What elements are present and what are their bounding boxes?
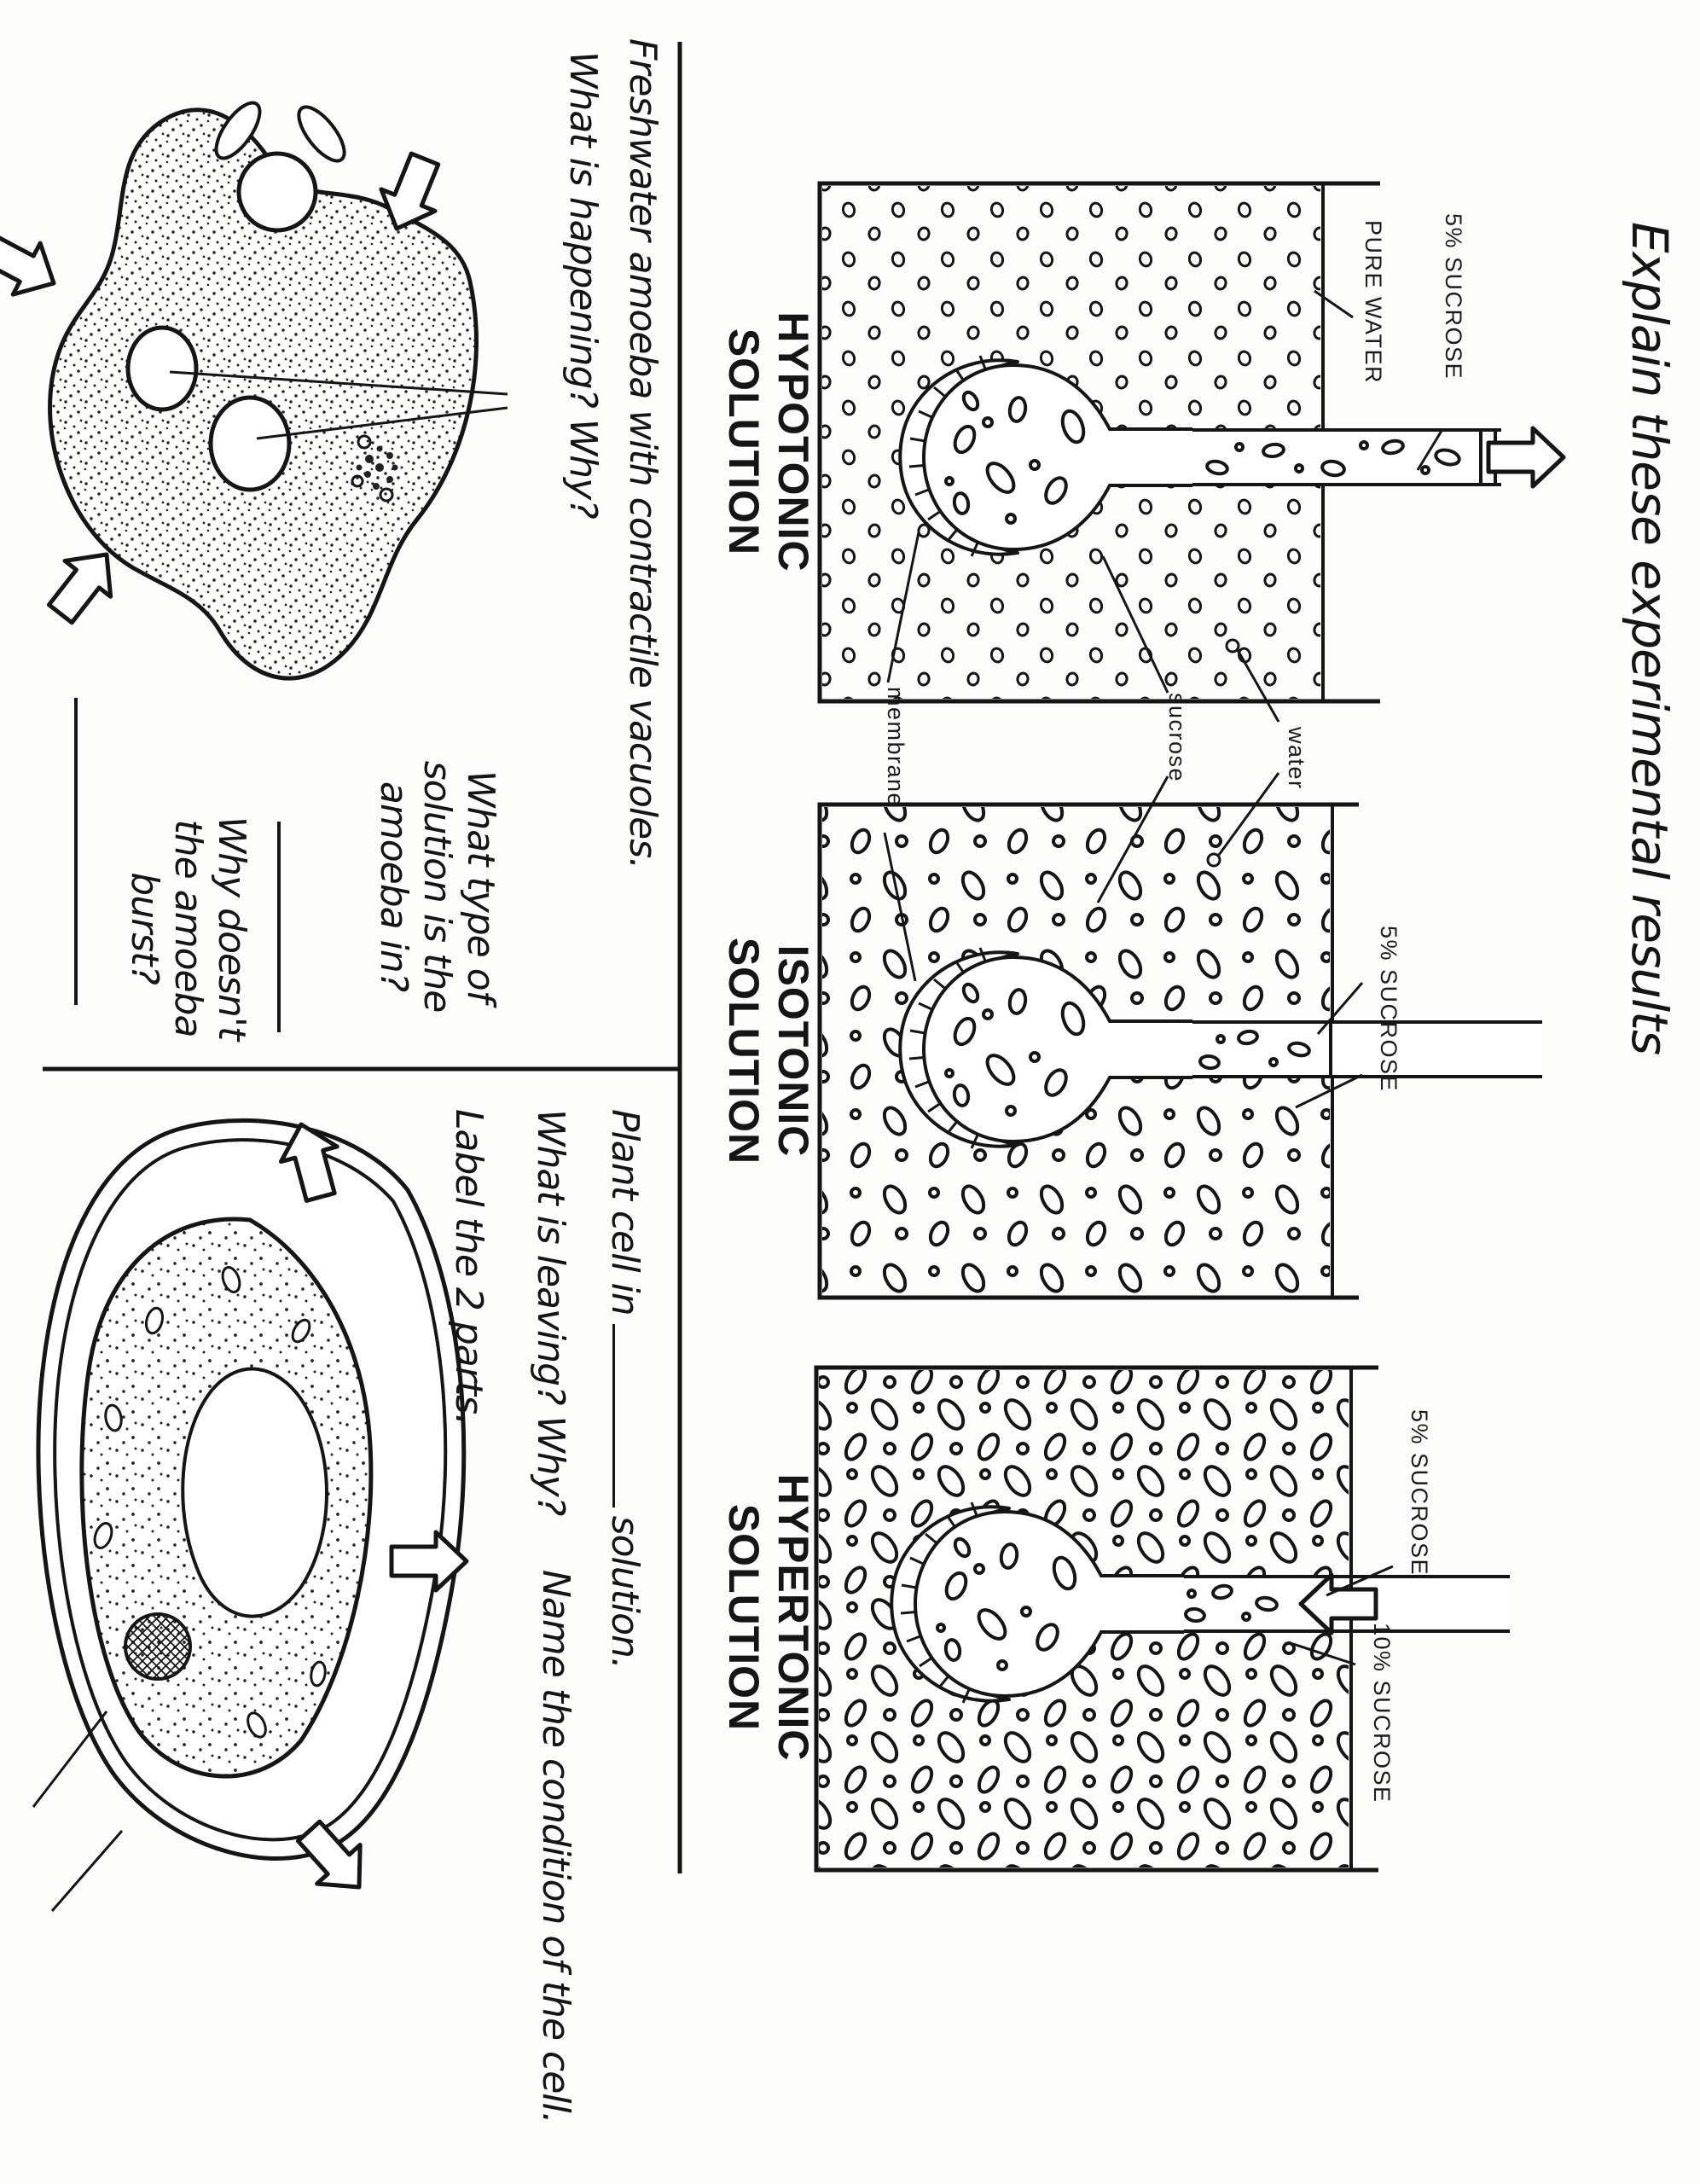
water-label: water (1284, 727, 1309, 790)
amoeba-question-3: Why doesn't the amoeba burst? (122, 816, 253, 1041)
tube-interior (1185, 1023, 1541, 1076)
label-leader-beaker (1295, 1073, 1363, 1109)
membrane-label: membrane (883, 687, 908, 808)
page-title: Explain these experimental results (1621, 222, 1679, 1055)
plant-fill-suffix: solution. (603, 1515, 647, 1669)
isotonic-beaker-label: 5% SUCROSE (1376, 926, 1401, 1093)
nucleus (124, 1612, 192, 1681)
plant-question-1: What is leaving? Why? (529, 1109, 572, 1516)
hypertonic-beaker-label: 10% SUCROSE (1369, 1623, 1395, 1804)
plant-question-3: Label the 2 parts. (447, 1109, 490, 1426)
heading-hypertonic: HYPERTONIC (769, 1473, 817, 1762)
heading-hypotonic-2: SOLUTION (720, 328, 768, 556)
amoeba-drawing (0, 101, 508, 681)
expelled-water-droplet (214, 101, 262, 160)
beaker-label-leader (1314, 289, 1354, 319)
beaker-outline (814, 1365, 1378, 1873)
water-in-arrow-icon (0, 223, 67, 309)
contractile-vacuole (125, 325, 199, 412)
beaker-isotonic-diagram (817, 802, 1542, 1300)
vacuole-pointer-line (169, 370, 508, 396)
beaker-hypertonic-diagram (814, 1365, 1510, 1873)
answer-blank-line (612, 1323, 653, 1507)
heading-isotonic: ISOTONIC (769, 944, 817, 1158)
beaker-label-leader (1292, 1642, 1356, 1666)
membrane-label-leader (32, 1711, 108, 1808)
plant-cell-drawing (32, 1117, 467, 1912)
chloroplasts (93, 1266, 327, 1739)
contractile-vacuole (208, 395, 292, 492)
amoeba-caption: Freshwater amoeba with contractile vacuo… (621, 38, 664, 869)
tube-sucrose-particles (1205, 439, 1461, 478)
plant-fill-line: Plant cell in solution. (603, 1109, 653, 1669)
heading-hypotonic: HYPOTONIC (769, 311, 817, 572)
expelled-water-droplet (297, 105, 346, 163)
part-label-leaders (883, 531, 1280, 982)
contractile-vacuole-expelling (236, 151, 318, 233)
nucleus (351, 434, 398, 502)
hypotonic-tube-label: 5% SUCROSE (1441, 213, 1466, 380)
label-leader-tube (1316, 982, 1364, 1035)
tube-label-leader (1416, 430, 1443, 471)
sucrose-label: sucrose (1164, 693, 1190, 783)
beaker-outline (817, 802, 1359, 1300)
tube-sucrose-particles (1198, 1029, 1311, 1071)
amoeba-question-1: What is happening? Why? (561, 51, 605, 519)
hypertonic-tube-label: 5% SUCROSE (1407, 1409, 1432, 1577)
plant-question-2: Name the condition of the cell. (534, 1570, 577, 2123)
tube-interior (1185, 431, 1500, 484)
heading-hypertonic-2: SOLUTION (720, 1503, 768, 1732)
central-vacuole (181, 1367, 328, 1618)
vacuole-pointer-line (256, 406, 508, 440)
wall-label-leader (50, 1830, 124, 1912)
tube-label-leader (1326, 1565, 1394, 1597)
hypotonic-beaker-label: PURE WATER (1361, 220, 1386, 385)
tube-sucrose-particles (1184, 1583, 1279, 1623)
plant-fill-prefix: Plant cell in (603, 1109, 647, 1316)
heading-isotonic-2: SOLUTION (720, 937, 768, 1165)
amoeba-question-2: What type of solution is the amoeba in? (371, 760, 502, 1013)
beaker-hypotonic-diagram (817, 181, 1564, 704)
beaker-outline (817, 181, 1380, 704)
